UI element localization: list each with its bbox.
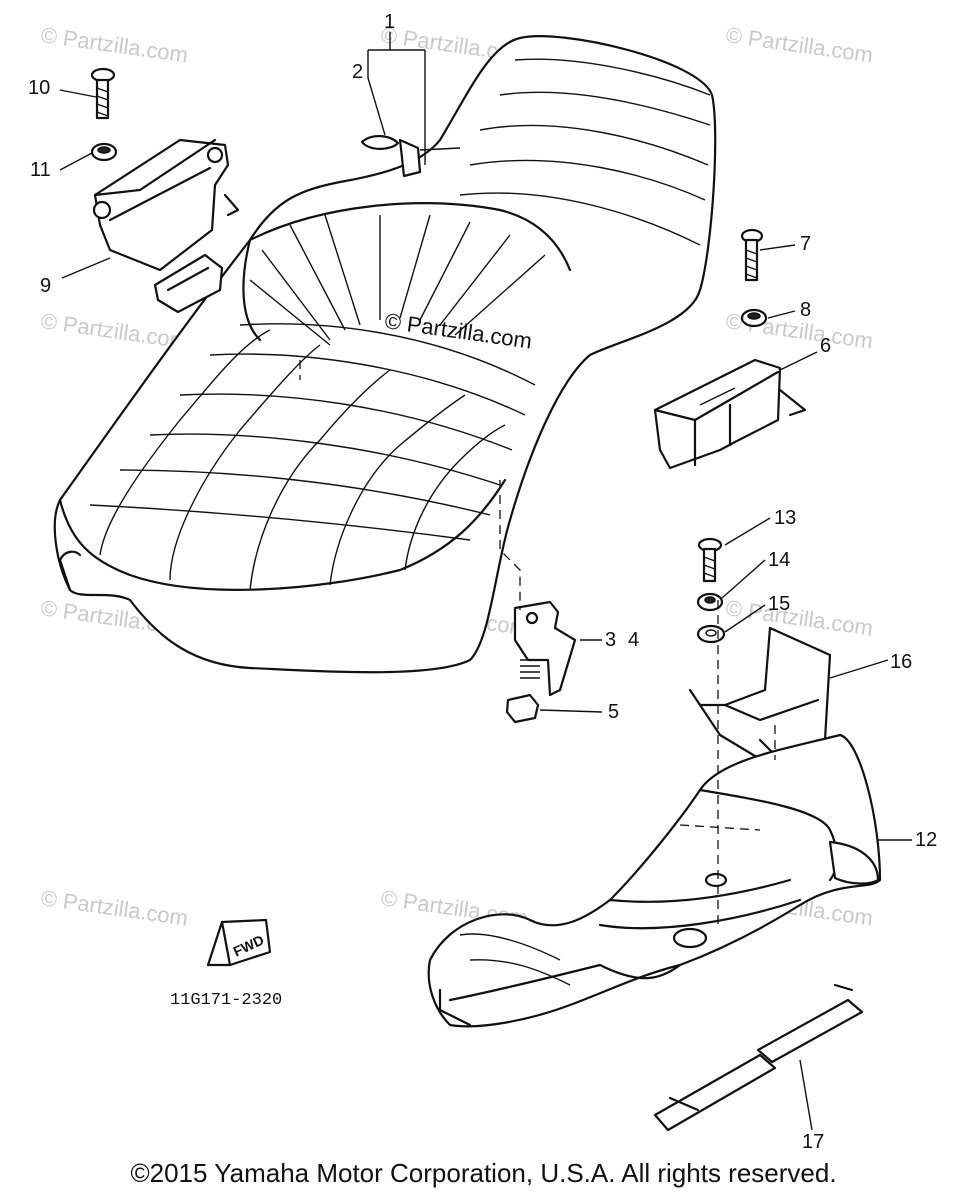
callout-10: 10 [28, 77, 50, 99]
part-10-bolt [90, 67, 116, 120]
callout-4: 4 [628, 629, 639, 651]
diagram-code: 11G171-2320 [170, 991, 282, 1010]
seat-assembly [53, 35, 717, 674]
callout-labels: 1 2 3 4 5 6 7 8 9 10 11 12 13 14 15 16 1… [28, 11, 937, 1150]
part-11-nut [90, 142, 118, 162]
watermark-3: © Partzilla.com [724, 22, 874, 67]
callout-6: 6 [820, 335, 831, 357]
fwd-arrow: FWD [206, 918, 272, 967]
callout-17: 17 [802, 1131, 824, 1150]
part-14-nut [696, 592, 724, 612]
callout-3: 3 [605, 629, 616, 651]
part-12-seat-base [427, 733, 882, 1028]
part-16-bracket [688, 626, 832, 772]
part-17-strap [653, 983, 864, 1132]
part-7-bolt [740, 228, 764, 282]
callout-2: 2 [352, 61, 363, 83]
watermark-1: © Partzilla.com [39, 22, 189, 67]
part-13-bolt [697, 537, 723, 583]
callout-15: 15 [768, 593, 790, 615]
part-5-nut [505, 693, 540, 724]
callout-12: 12 [915, 829, 937, 851]
watermark-4: © Partzilla.com [39, 308, 189, 353]
callout-5: 5 [608, 701, 619, 723]
part-15-washer [696, 624, 726, 644]
callout-7: 7 [800, 233, 811, 255]
diagram-canvas: © Partzilla.com © Partzilla.com © Partzi… [28, 11, 937, 1150]
callout-13: 13 [774, 507, 796, 529]
part-1-2-hook [360, 135, 461, 178]
callout-16: 16 [890, 651, 912, 673]
watermark-9: © Partzilla.com [39, 885, 189, 930]
part-8-nut [740, 308, 768, 328]
part-3-4-latch [513, 600, 577, 697]
part-9-lock-bracket [92, 138, 240, 314]
copyright-notice: ©2015 Yamaha Motor Corporation, U.S.A. A… [130, 1158, 837, 1188]
part-6-bracket [653, 358, 807, 470]
callout-1: 1 [384, 11, 395, 33]
leader-lines [59, 32, 912, 1131]
callout-9: 9 [40, 275, 51, 297]
assembly-lines [299, 360, 776, 925]
callout-14: 14 [768, 549, 790, 571]
callout-11: 11 [30, 159, 51, 181]
callout-8: 8 [800, 299, 811, 321]
